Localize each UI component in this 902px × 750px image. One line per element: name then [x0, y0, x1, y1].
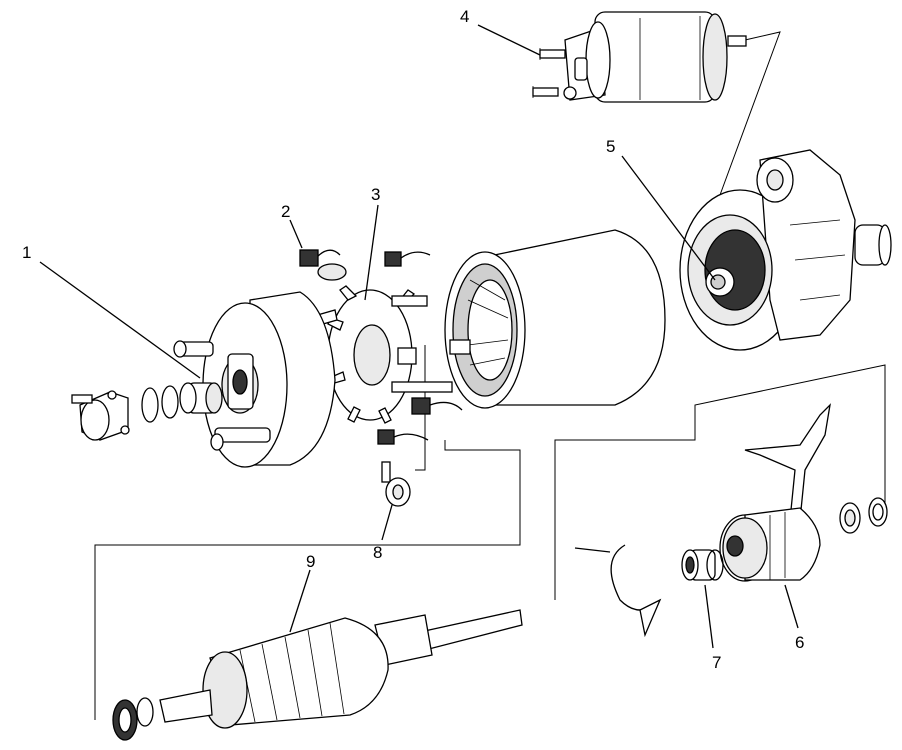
drive-end-housing-part: [679, 149, 892, 351]
callout-2: 2: [281, 202, 290, 221]
brush-parts: [299, 249, 463, 445]
callout-3: 3: [371, 185, 380, 204]
callout-8: 8: [373, 543, 382, 562]
end-cap-assembly-part: [71, 382, 223, 441]
callout-7: 7: [712, 653, 721, 672]
callout-labels: 1 2 3 4 5 6 7 8 9: [22, 7, 804, 672]
commutator-end-frame-part: [173, 291, 336, 468]
field-frame-part: [444, 229, 666, 409]
brush-spring-part: [381, 461, 411, 507]
leader-lines: [39, 24, 799, 649]
callout-4: 4: [460, 7, 469, 26]
collar-part: [681, 549, 724, 581]
callout-9: 9: [306, 552, 315, 571]
callout-5: 5: [606, 137, 615, 156]
thrust-washers-part: [839, 497, 888, 534]
callout-6: 6: [795, 633, 804, 652]
callout-1: 1: [22, 243, 31, 262]
drive-assembly-part: [719, 403, 831, 582]
brush-holder-part: [299, 285, 453, 424]
retaining-ring-part: [574, 544, 662, 638]
armature-part: [112, 609, 523, 741]
solenoid-part: [532, 11, 747, 103]
